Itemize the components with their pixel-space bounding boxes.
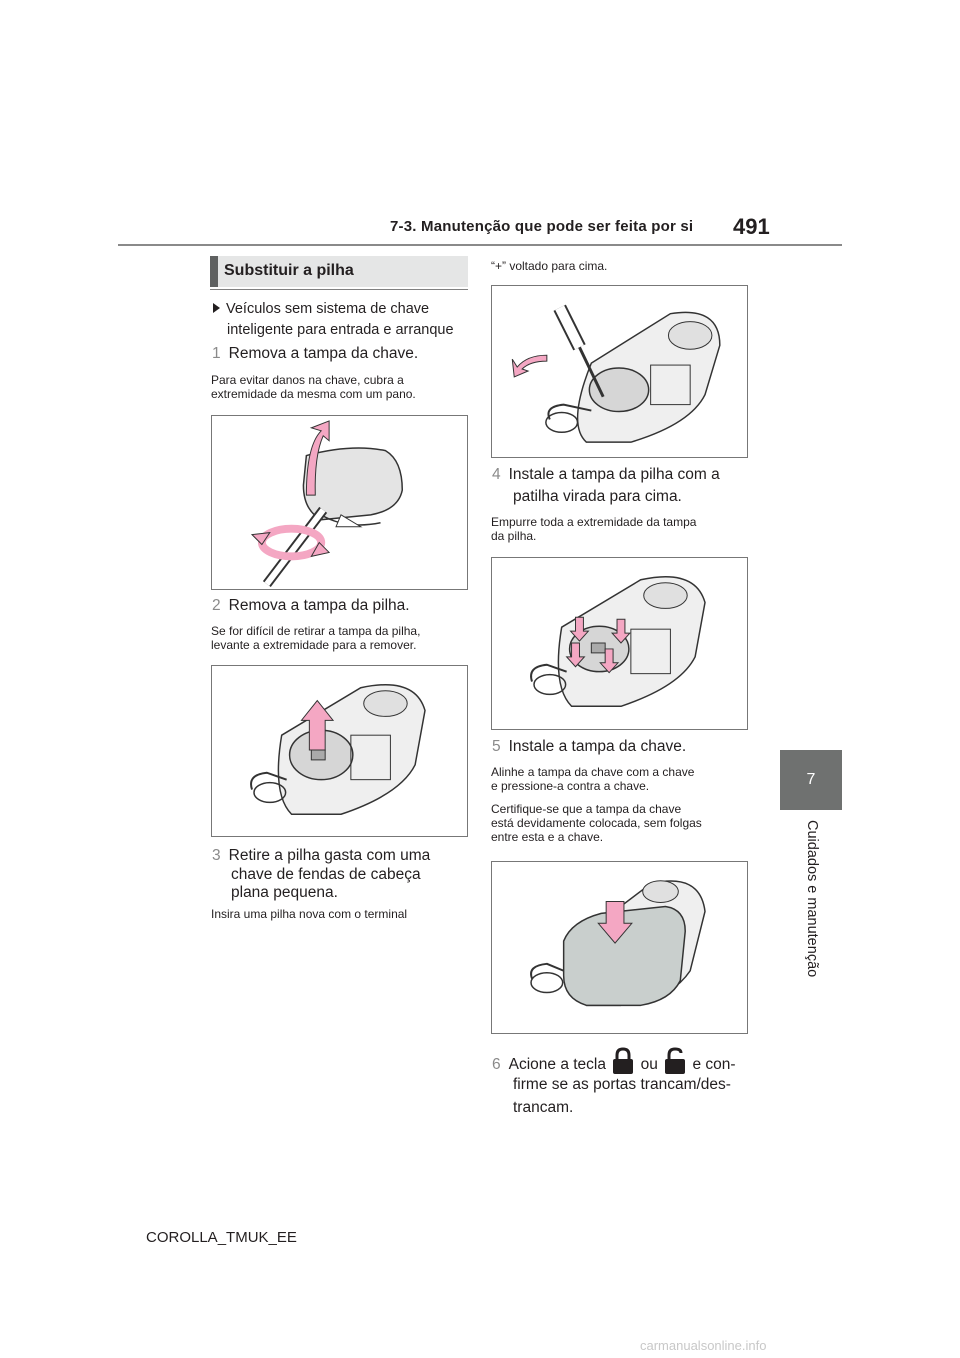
figure-install-key-cover-art [530, 880, 706, 1007]
step-6: 6 Acione a tecla ou e con- [492, 1047, 736, 1075]
step-4: 4 Instale a tampa da pilha com a [492, 464, 720, 485]
lock-icon [610, 1047, 636, 1075]
step-6-line-2: firme se as portas trancam/des- [513, 1076, 731, 1093]
bullet-triangle-icon [213, 303, 220, 313]
note-2-line-1: Se for difícil de retirar a tampa da pil… [211, 624, 421, 638]
step-1: 1 Remova a tampa da chave. [212, 343, 418, 364]
section-title: Substituir a pilha [224, 262, 354, 279]
watermark: carmanualsonline.info [640, 1338, 767, 1353]
note-5a-line-1: Alinhe a tampa da chave com a chave [491, 765, 695, 779]
chapter-tab: 7 [780, 750, 842, 810]
note-5b-line-3: entre esta e a chave. [491, 830, 604, 844]
figure-install-key-cover [491, 861, 748, 1034]
step-6-pre: Acione a tecla [508, 1056, 606, 1073]
step-2: 2 Remova a tampa da pilha. [212, 595, 410, 616]
note-5b-line-2: está devidamente colocada, sem folgas [491, 816, 702, 830]
chapter-side-title-text: Cuidados e manutenção [804, 820, 820, 978]
footer-model-code: COROLLA_TMUK_EE [146, 1229, 297, 1246]
figure-remove-battery-cover-art [250, 684, 426, 815]
figure-install-battery-cover-art [530, 576, 706, 708]
step-3-line-3: plana pequena. [231, 884, 338, 901]
note-3: Insira uma pilha nova com o terminal [211, 907, 408, 921]
note-5a-line-2: e pressione-a contra a chave. [491, 779, 650, 793]
step-6-line-3: trancam. [513, 1099, 574, 1116]
step-3: 3 Retire a pilha gasta com uma [212, 845, 430, 866]
section-title-rule [210, 289, 468, 290]
step-5-text: Instale a tampa da chave. [508, 738, 687, 755]
step-3-line-1: Retire a pilha gasta com uma [228, 847, 431, 864]
bullet-item: Veículos sem sistema de chave [213, 297, 429, 321]
header-section-title: 7-3. Manutenção que pode ser feita por s… [390, 218, 694, 235]
figure-remove-battery [491, 285, 748, 458]
step-6-number: 6 [492, 1056, 501, 1073]
figure-remove-key-cover [211, 415, 468, 590]
step-6-post: e con- [692, 1056, 736, 1073]
step-5: 5 Instale a tampa da chave. [492, 736, 686, 757]
step-2-number: 2 [212, 597, 221, 614]
step-2-text: Remova a tampa da pilha. [228, 597, 410, 614]
figure-remove-battery-art [511, 304, 721, 443]
step-1-text: Remova a tampa da chave. [228, 345, 419, 362]
bullet-line-2: inteligente para entrada e arranque [227, 322, 454, 338]
unlock-icon [662, 1047, 688, 1075]
step-5-number: 5 [492, 738, 501, 755]
step-1-number: 1 [212, 345, 221, 362]
note-2-line-2: levante a extremidade para a remover. [211, 638, 417, 652]
step-4-line-1: Instale a tampa da pilha com a [508, 466, 720, 483]
step-3-line-2: chave de fendas de cabeça [231, 866, 421, 883]
note-4-line-1: Empurre toda a extremidade da tampa [491, 515, 697, 529]
step-3-number: 3 [212, 847, 221, 864]
note-4-line-2: da pilha. [491, 529, 537, 543]
page-number: 491 [733, 214, 770, 239]
bullet-line-1: Veículos sem sistema de chave [226, 301, 430, 317]
note-1-line-1: Para evitar danos na chave, cubra a [211, 373, 404, 387]
note-3-continued: “+” voltado para cima. [491, 259, 608, 273]
note-1-line-2: extremidade da mesma com um pano. [211, 387, 416, 401]
figure-remove-battery-cover [211, 665, 468, 837]
step-4-number: 4 [492, 466, 501, 483]
figure-install-battery-cover [491, 557, 748, 730]
section-title-box [210, 256, 468, 287]
note-5b-line-1: Certifique-se que a tampa da chave [491, 802, 682, 816]
figure-remove-key-cover-art [250, 420, 404, 588]
step-6-mid: ou [640, 1056, 658, 1073]
chapter-side-title: Cuidados e manutenção [792, 820, 832, 1000]
header-rule [118, 244, 842, 246]
step-4-line-2: patilha virada para cima. [513, 488, 682, 505]
